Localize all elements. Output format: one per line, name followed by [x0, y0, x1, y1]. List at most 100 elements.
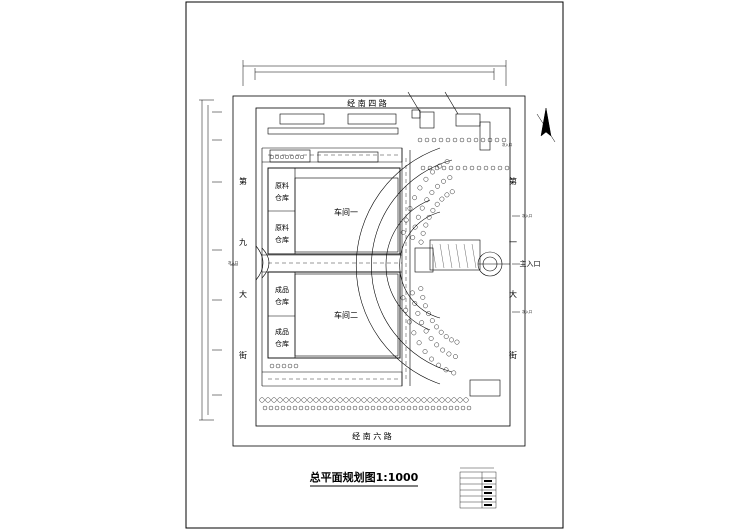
tree-icon: [406, 319, 412, 325]
tree-icon: [421, 397, 427, 403]
main-entrance-label: 主入口: [520, 259, 541, 268]
north-arrow-icon: [536, 107, 556, 143]
tree-icon: [334, 405, 340, 411]
tree-icon: [423, 328, 429, 334]
tree-icon: [295, 154, 300, 159]
tree-icon: [444, 159, 450, 165]
tree-icon: [434, 342, 440, 348]
tree-icon: [476, 165, 482, 171]
tree-icon: [429, 356, 434, 362]
tree-icon: [325, 397, 331, 403]
tree-icon: [494, 137, 500, 143]
tree-icon: [293, 363, 299, 369]
tree-icon: [419, 320, 425, 326]
tree-icon: [454, 405, 460, 411]
tree-icon: [469, 165, 475, 171]
tree-icon: [364, 405, 370, 411]
tree-icon: [501, 137, 507, 143]
secondary-entrance-1-label: 次入口: [522, 213, 532, 218]
tree-icon: [274, 405, 280, 411]
tree-icon: [419, 205, 425, 211]
tree-icon: [415, 397, 421, 403]
tree-icon: [268, 405, 274, 411]
tree-icon: [322, 405, 328, 411]
tree-icon: [355, 397, 361, 403]
secondary-entrance-west-label: 次入口: [228, 260, 238, 265]
tree-icon: [292, 405, 298, 411]
tree-icon: [283, 397, 289, 403]
tree-icon: [310, 405, 316, 411]
finished-warehouse-2-label-b: 仓库: [275, 339, 289, 348]
finished-warehouse-1-label-b: 仓库: [275, 297, 289, 306]
drawing-title: 总平面规划图1:1000: [310, 470, 419, 484]
tree-icon: [406, 405, 412, 411]
tree-icon: [337, 397, 343, 403]
entrance-arrows: [230, 215, 520, 313]
tree-icon: [316, 405, 322, 411]
tree-icon: [388, 405, 394, 411]
tree-icon: [417, 185, 423, 191]
site-boundary-outer: [232, 95, 526, 447]
road-south-label: 经 南 六 路: [352, 431, 392, 441]
tree-icon: [295, 397, 301, 403]
tree-icon: [275, 363, 281, 369]
tree-icon: [346, 405, 352, 411]
workshop-2-label: 车间二: [334, 310, 358, 320]
tree-icon: [418, 286, 424, 291]
tree-icon: [490, 165, 496, 171]
tree-icon: [412, 195, 417, 201]
tree-icon: [412, 224, 418, 230]
tree-icon: [422, 303, 428, 309]
tree-icon: [457, 397, 463, 403]
road-west-char-2: 九: [239, 238, 247, 247]
road-centerline: [268, 154, 407, 380]
tree-icon: [301, 397, 307, 403]
tree-icon: [427, 397, 433, 403]
road-west-char-1: 第: [239, 176, 247, 186]
secondary-entrance-2-label: 次入口: [522, 309, 532, 314]
tree-icon: [426, 214, 432, 220]
tree-icon: [455, 165, 461, 171]
tree-icon: [438, 137, 444, 143]
tree-icon: [441, 178, 446, 184]
north-ancillary-buildings: [267, 91, 491, 163]
tree-icon: [462, 165, 468, 171]
tree-icon: [448, 165, 454, 171]
tree-icon: [411, 330, 417, 336]
road-west-char-3: 大: [239, 289, 247, 299]
raw-warehouse-2-label-a: 原料: [275, 223, 289, 232]
tree-icon: [277, 397, 283, 403]
tree-icon: [420, 295, 426, 300]
tree-icon: [403, 397, 409, 403]
tree-icon: [435, 183, 440, 189]
tree-icon: [466, 405, 472, 411]
tree-icon: [343, 397, 349, 403]
tree-icon: [331, 397, 337, 403]
tree-icon: [436, 362, 442, 368]
tree-icon: [497, 165, 503, 171]
tree-icon: [403, 217, 409, 223]
tree-icon: [463, 397, 469, 403]
tree-icon: [441, 165, 447, 171]
tree-icon: [447, 175, 453, 180]
tree-icon: [313, 397, 319, 403]
tree-icon: [430, 208, 436, 213]
tree-icon: [434, 165, 440, 171]
tree-icon: [328, 405, 334, 411]
tree-icon: [280, 154, 285, 159]
tree-icon: [307, 397, 313, 403]
tree-icon: [422, 349, 428, 354]
tree-icon: [431, 137, 437, 143]
tree-icon: [349, 397, 355, 403]
tree-icon: [300, 154, 305, 159]
tree-icon: [358, 405, 364, 411]
tree-icon: [487, 137, 493, 143]
road-east-char-2: 一: [509, 238, 517, 247]
tree-icon: [418, 239, 424, 245]
workshop-2-block: [267, 271, 401, 359]
tree-icon: [416, 340, 422, 346]
tree-icon: [436, 405, 442, 411]
tree-icon: [440, 347, 446, 353]
site-boundary-inner: [255, 107, 511, 427]
